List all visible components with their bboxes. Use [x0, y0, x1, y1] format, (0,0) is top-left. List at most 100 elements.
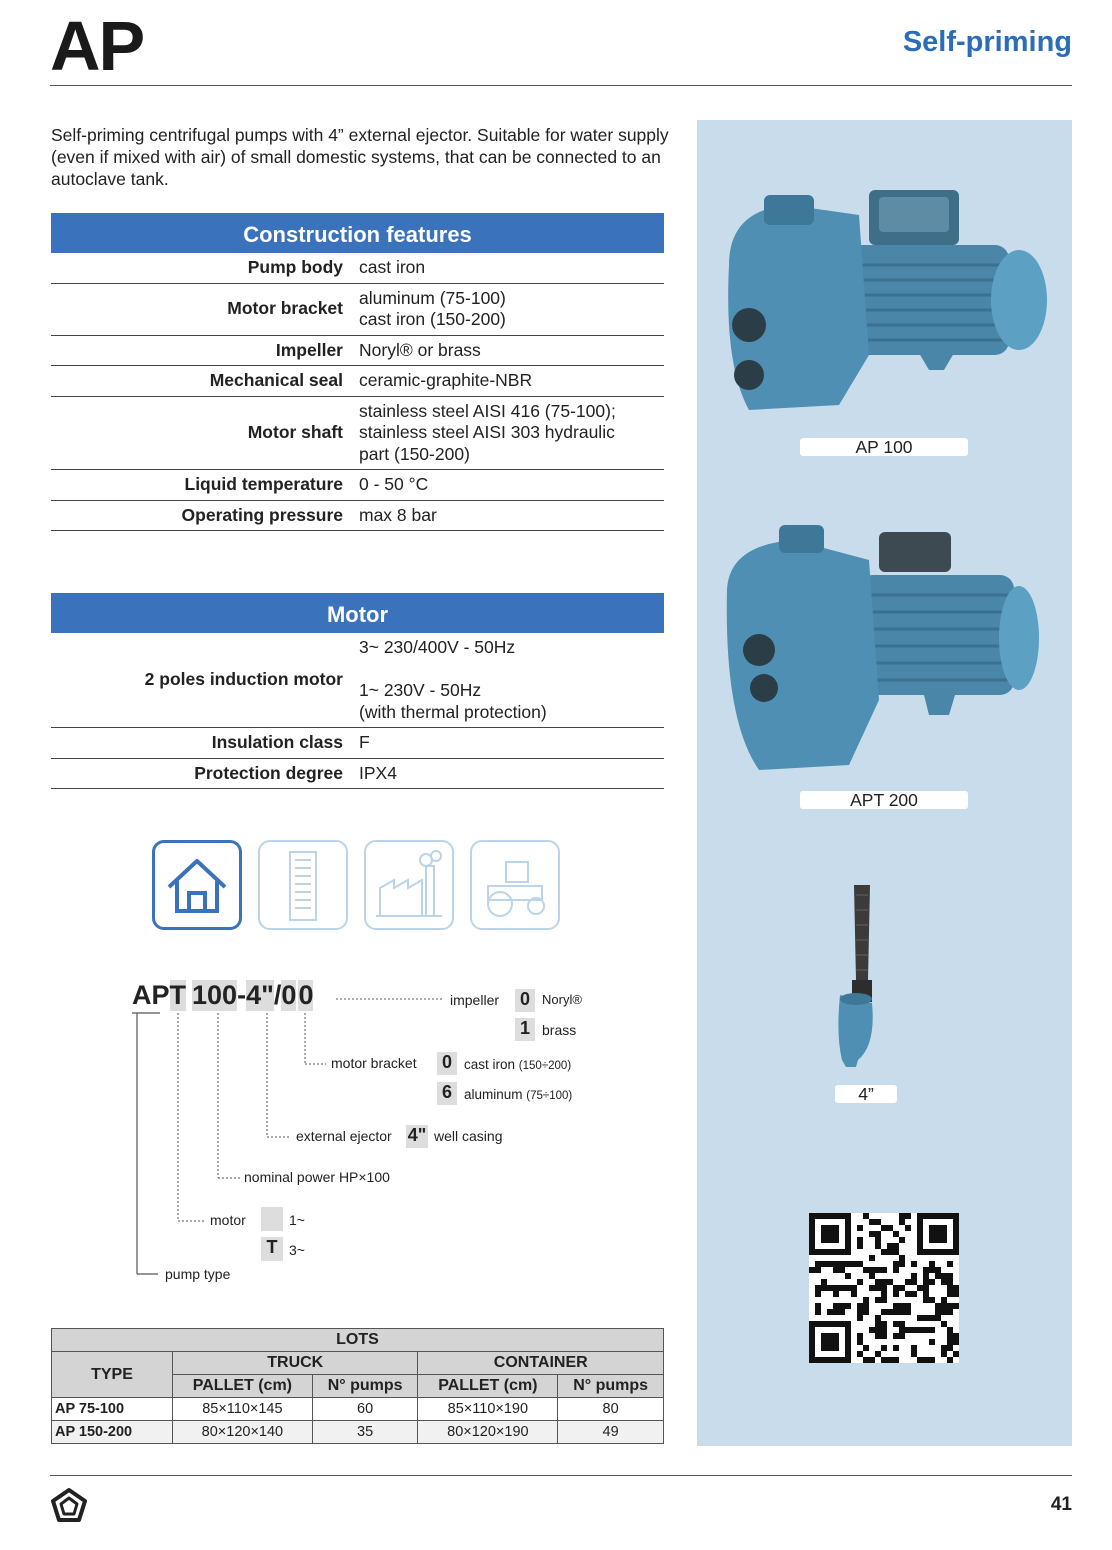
- factory-icon: [364, 840, 454, 930]
- lots-truck-header: TRUCK: [171, 1351, 419, 1375]
- caption-ejector: 4”: [835, 1085, 897, 1104]
- spec-label: Motor bracket: [51, 283, 353, 336]
- building-icon: [258, 840, 348, 930]
- row-container-npumps: 49: [557, 1420, 664, 1444]
- bracket-opt-0: cast iron (150÷200): [464, 1057, 572, 1072]
- code-impeller: 0: [298, 980, 314, 1011]
- spec-value-line: cast iron (150-200): [359, 309, 506, 329]
- impeller-code-0: 0: [515, 989, 535, 1012]
- table-row: Mechanical seal ceramic-graphite-NBR: [51, 365, 664, 397]
- row-truck-npumps: 60: [311, 1397, 419, 1421]
- container-pallet-header: PALLET (cm): [417, 1374, 559, 1398]
- ejector-image: [838, 885, 873, 1067]
- code-ejector: 4": [246, 980, 274, 1011]
- category-title: Self-priming: [902, 26, 1072, 58]
- code-dash: -: [237, 980, 247, 1010]
- impeller-code-1: 1: [515, 1018, 535, 1041]
- code-slash: /: [273, 980, 282, 1010]
- tractor-icon: [470, 840, 560, 930]
- spec-label: Motor shaft: [51, 396, 353, 470]
- spec-value: Noryl® or brass: [353, 335, 664, 366]
- row-type: AP 75-100: [51, 1397, 173, 1421]
- spec-value-line: stainless steel AISI 416 (75-100);: [359, 400, 616, 421]
- spec-value: ceramic-graphite-NBR: [353, 365, 664, 397]
- caption-apt200: APT 200: [800, 791, 968, 810]
- brand-logo-icon: [51, 1488, 87, 1522]
- table-row: AP 150-200 80×120×140 35 80×120×190 49: [51, 1420, 664, 1444]
- lots-table: LOTS TYPE TRUCK CONTAINER PALLET (cm) N°…: [51, 1328, 664, 1444]
- spec-value: aluminum (75-100)cast iron (150-200): [353, 283, 664, 336]
- spec-value-line: 1~ 230V - 50Hz: [359, 680, 482, 700]
- spec-value: cast iron: [353, 253, 664, 284]
- house-icon: [152, 840, 242, 930]
- bracket-code-0: 0: [437, 1052, 457, 1075]
- power-label: nominal power HP×100: [244, 1169, 390, 1185]
- code-bracket: 0: [281, 980, 297, 1011]
- spec-value-line: 3~ 230/400V - 50Hz: [359, 637, 516, 657]
- lots-heading: LOTS: [51, 1328, 664, 1352]
- intro-text: Self-priming centrifugal pumps with 4” e…: [51, 125, 669, 189]
- spec-value: 0 - 50 °C: [353, 469, 664, 501]
- spec-value-line: aluminum (75-100): [359, 287, 506, 308]
- ejector-code: 4": [406, 1125, 428, 1148]
- spec-value-line: max 8 bar: [359, 504, 437, 525]
- spec-value-line: ceramic-graphite-NBR: [359, 370, 533, 390]
- motor-code-t: T: [261, 1237, 283, 1261]
- spec-value: max 8 bar: [353, 500, 664, 531]
- spec-value-line: 0 - 50 °C: [359, 474, 429, 494]
- ejector-label: external ejector: [296, 1128, 392, 1144]
- spec-label: Mechanical seal: [51, 365, 353, 397]
- product-image-panel: AP 100 APT 200 4”: [697, 120, 1072, 1446]
- lots-type-header: TYPE: [51, 1351, 173, 1398]
- row-truck-pallet: 85×110×145: [172, 1397, 313, 1421]
- spec-label: Operating pressure: [51, 500, 353, 531]
- spec-value: 3~ 230/400V - 50Hz 1~ 230V - 50Hz(with th…: [353, 633, 664, 728]
- pump-ap100-image: [728, 190, 1047, 410]
- product-code-diagram: AP T 100 - 4" / 0 0 impeller 0 Noryl® 1 …: [0, 980, 680, 1290]
- spec-value-line: IPX4: [359, 762, 397, 783]
- truck-npumps-header: N° pumps: [311, 1374, 419, 1398]
- row-container-pallet: 85×110×190: [417, 1397, 559, 1421]
- code-power: 100: [192, 980, 238, 1011]
- motor-opt-1: 1~: [289, 1212, 305, 1228]
- bracket-opt-6: aluminum (75÷100): [464, 1087, 573, 1102]
- page-title: AP: [50, 7, 145, 85]
- motor-opt-3: 3~: [289, 1242, 305, 1258]
- impeller-opt-1: brass: [542, 1022, 577, 1038]
- code-leader-lines: [132, 998, 444, 1275]
- product-code: AP T 100 - 4" / 0 0: [132, 980, 314, 1011]
- spec-value-line: F: [359, 732, 370, 752]
- spec-label: 2 poles induction motor: [51, 633, 353, 728]
- spec-value-line: part (150-200): [359, 443, 470, 464]
- bracket-label: motor bracket: [331, 1055, 417, 1071]
- table-row: Liquid temperature 0 - 50 °C: [51, 469, 664, 501]
- impeller-label: impeller: [450, 992, 500, 1008]
- lots-container-header: CONTAINER: [417, 1351, 664, 1375]
- table-row: Motor shaft stainless steel AISI 416 (75-…: [51, 396, 664, 470]
- spec-value-line: stainless steel AISI 303 hydraulic: [359, 422, 615, 442]
- spec-label: Insulation class: [51, 727, 353, 759]
- construction-heading: Construction features: [51, 213, 664, 253]
- spec-value-line: (with thermal protection): [359, 701, 547, 722]
- pump-apt200-image: [726, 525, 1039, 770]
- header-divider: [50, 85, 1072, 86]
- spec-value-line: Noryl® or brass: [359, 339, 481, 360]
- spec-label: Liquid temperature: [51, 469, 353, 501]
- code-pump-type: AP: [132, 980, 170, 1010]
- qr-code[interactable]: [809, 1213, 959, 1363]
- impeller-opt-0: Noryl®: [542, 992, 582, 1007]
- application-icons: [152, 840, 560, 930]
- caption-ap100: AP 100: [800, 438, 968, 457]
- code-motor: T: [169, 980, 187, 1011]
- bracket-code-6: 6: [437, 1082, 457, 1105]
- table-row: AP 75-100 85×110×145 60 85×110×190 80: [51, 1397, 664, 1421]
- container-npumps-header: N° pumps: [557, 1374, 664, 1398]
- table-row: Operating pressure max 8 bar: [51, 500, 664, 531]
- page-number: 41: [1050, 1494, 1072, 1515]
